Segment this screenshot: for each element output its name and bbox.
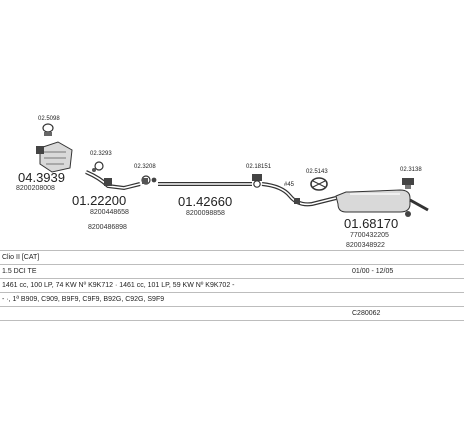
info-row-code: C280062 — [0, 307, 464, 321]
catalytic-converter-part — [36, 141, 73, 173]
clamp-part-02-5098 — [42, 123, 54, 136]
catalog-code: C280062 — [352, 310, 381, 317]
clamp-part-02-3208 — [141, 175, 157, 185]
label-45: #45 — [284, 182, 295, 188]
hanger-part-02-18151 — [252, 174, 262, 188]
gasket-part-02-3293 — [92, 161, 104, 172]
oe-number-01-42660: 8200098858 — [186, 210, 225, 217]
front-pipe-part — [85, 170, 141, 191]
engine-types: - ·, 1ª B909, C909, B9F9, C9F9, B92G, C9… — [2, 296, 165, 303]
part-number-01-68170: 01.68170 — [344, 216, 398, 231]
part-number-04-3939: 04.3939 — [18, 170, 65, 185]
info-row-engine-spec: 1461 cc, 100 LP, 74 KW Nº K9K712 · 1461 … — [0, 279, 464, 293]
exhaust-system-diagram: 02.5098 04.3939 8200208008 02.3293 01.22… — [16, 116, 429, 249]
part-number-02-5143: 02.5143 — [306, 169, 328, 175]
part-number-02-3293: 02.3293 — [90, 151, 112, 157]
oe-number-04-3939: 8200208008 — [16, 185, 55, 192]
engine-spec: 1461 cc, 100 LP, 74 KW Nº K9K712 · 1461 … — [2, 282, 235, 289]
oe-number-01-68170-a: 7700432205 — [350, 232, 389, 239]
part-number-02-5098: 02.5098 — [38, 116, 60, 122]
oe-number-01-68170-b: 8200348922 — [346, 242, 385, 249]
part-number-01-42660: 01.42660 — [178, 194, 232, 209]
rubber-mount-part-02-5143 — [310, 177, 328, 191]
rear-pipe-bend — [261, 182, 337, 207]
hanger-part-02-3138 — [402, 178, 414, 189]
engine-name: 1.5 DCI TE — [2, 268, 37, 275]
info-row-engine: 1.5 DCI TE 01/00 - 12/05 — [0, 265, 464, 279]
info-row-types: - ·, 1ª B909, C909, B9F9, C9F9, B92G, C9… — [0, 293, 464, 307]
date-range: 01/00 - 12/05 — [352, 268, 394, 275]
part-number-02-18151: 02.18151 — [246, 164, 272, 170]
rear-silencer-part — [335, 189, 429, 217]
part-number-02-3208: 02.3208 — [134, 164, 156, 170]
info-row-vehicle: Clio II [CAT] — [0, 250, 464, 265]
vehicle-model: Clio II [CAT] — [2, 254, 40, 261]
oe-number-01-22200-b: 8200486898 — [88, 224, 127, 231]
part-number-01-22200: 01.22200 — [72, 193, 126, 208]
oe-number-01-22200-a: 8200448658 — [90, 209, 129, 216]
part-number-02-3138: 02.3138 — [400, 167, 422, 173]
vehicle-info-table: Clio II [CAT] 1.5 DCI TE 01/00 - 12/05 1… — [0, 250, 464, 321]
